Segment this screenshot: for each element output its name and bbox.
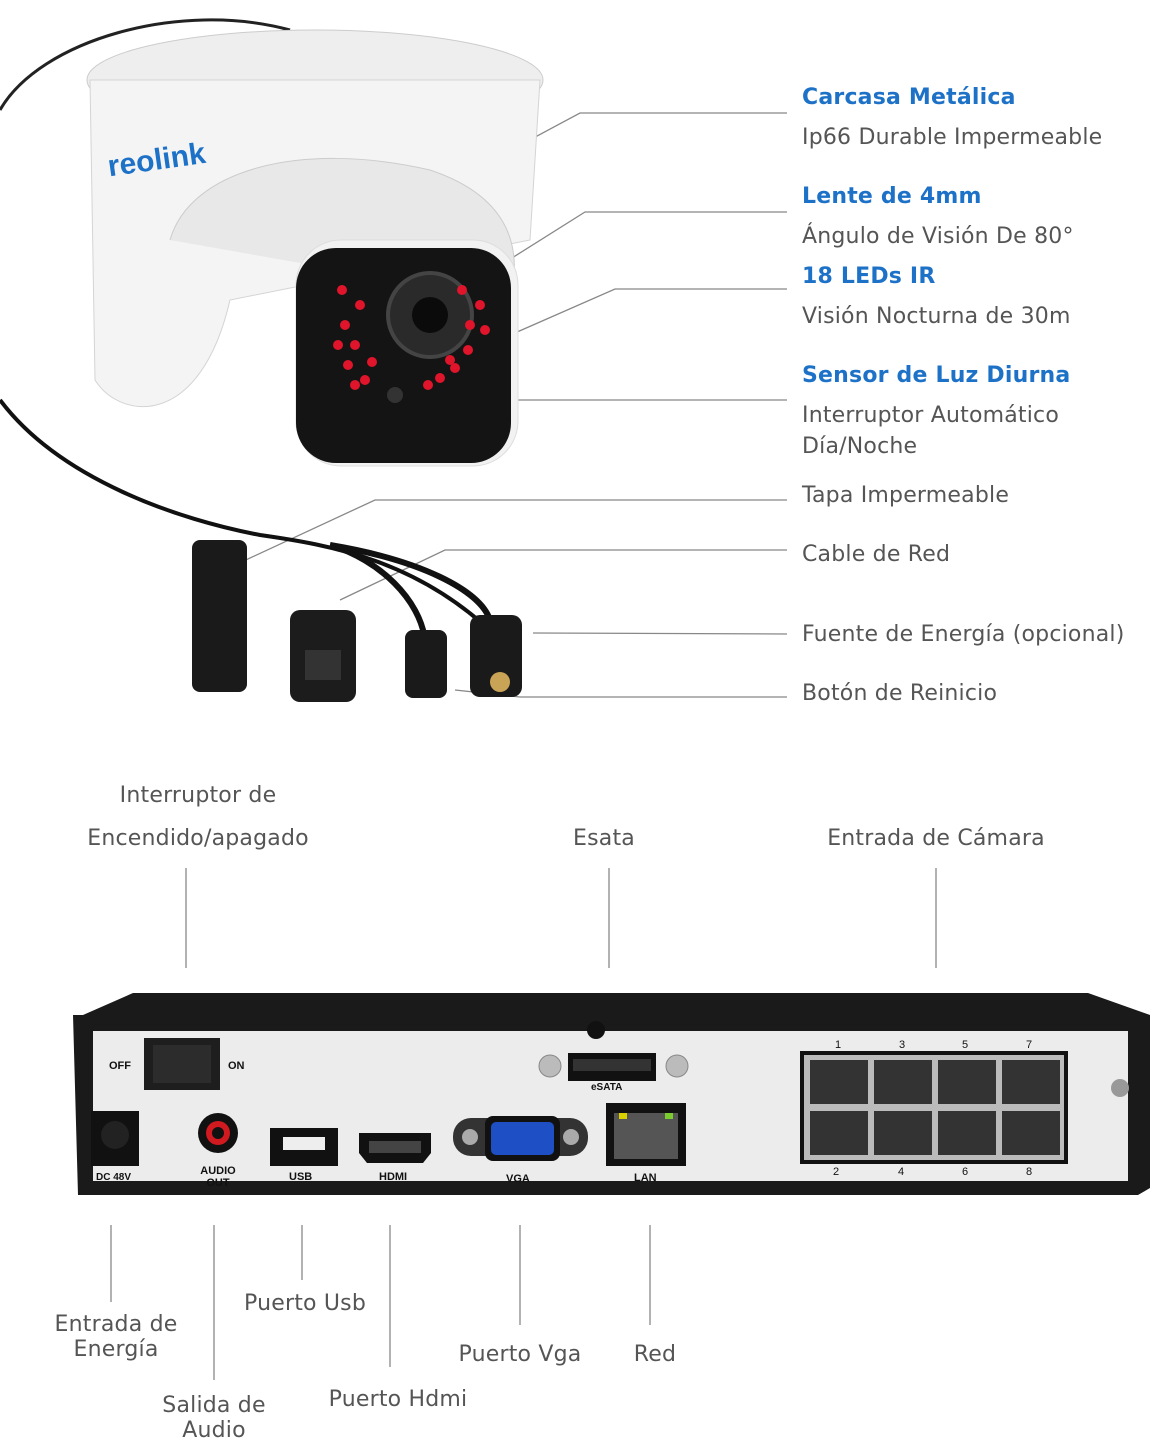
- hdmi-label: HDMI: [379, 1171, 408, 1183]
- reset-connector: [405, 630, 447, 698]
- port-6-label: 6: [962, 1166, 969, 1178]
- port-2-label: 2: [833, 1166, 840, 1178]
- label-usb-port: Puerto Usb: [243, 1291, 367, 1316]
- dc-label: DC 48V: [96, 1172, 132, 1183]
- label-power-input-1: Entrada de: [54, 1312, 178, 1337]
- off-label: OFF: [109, 1060, 131, 1072]
- label-power-switch-1: Interruptor de: [119, 783, 277, 808]
- label-audio-out-2: Audio: [182, 1418, 246, 1443]
- port-5-label: 5: [962, 1039, 969, 1051]
- camera-cable: [0, 398, 502, 642]
- port-8-label: 8: [1026, 1166, 1033, 1178]
- on-label: ON: [228, 1060, 245, 1072]
- label-vga-port: Puerto Vga: [458, 1342, 582, 1367]
- esata-label: eSATA: [591, 1082, 623, 1093]
- port-3-label: 3: [899, 1039, 906, 1051]
- label-hdmi-port: Puerto Hdmi: [328, 1387, 468, 1412]
- port-7-label: 7: [1026, 1039, 1033, 1051]
- feature-subtitle-sensor-2: Día/Noche: [802, 434, 918, 459]
- lan-label: LAN: [634, 1172, 657, 1184]
- feature-subtitle-lens: Ángulo de Visión De 80°: [802, 224, 1074, 249]
- label-power-switch-2: Encendido/apagado: [87, 826, 309, 851]
- label-audio-out-1: Salida de: [162, 1393, 266, 1418]
- feature-title-lens: Lente de 4mm: [802, 184, 982, 209]
- feature-subtitle-sensor: Interruptor Automático: [802, 403, 1060, 428]
- audio-label-2: OUT: [206, 1177, 230, 1189]
- light-sensor: [387, 387, 403, 403]
- usb-label: USB: [289, 1171, 313, 1183]
- port-1-label: 1: [835, 1039, 842, 1051]
- ir-leds: [333, 285, 490, 390]
- label-network: Red: [633, 1342, 677, 1367]
- vga-label: VGA: [506, 1173, 530, 1185]
- part-power-source: Fuente de Energía (opcional): [802, 622, 1125, 647]
- feature-title-housing: Carcasa Metálica: [802, 85, 1016, 110]
- label-camera-input: Entrada de Cámara: [827, 826, 1045, 851]
- waterproof-cap: [192, 540, 247, 692]
- part-reset-button: Botón de Reinicio: [802, 681, 998, 706]
- feature-title-leds: 18 LEDs IR: [802, 264, 936, 289]
- label-esata: Esata: [573, 826, 635, 851]
- feature-title-sensor: Sensor de Luz Diurna: [802, 363, 1071, 388]
- audio-label-1: AUDIO: [200, 1165, 236, 1177]
- dome-camera-image: reolink: [0, 18, 544, 702]
- feature-subtitle-housing: Ip66 Durable Impermeable: [802, 125, 1103, 150]
- part-waterproof-cap: Tapa Impermeable: [802, 483, 1010, 508]
- port-4-label: 4: [898, 1166, 905, 1178]
- feature-subtitle-leds: Visión Nocturna de 30m: [802, 304, 1071, 329]
- part-network-cable: Cable de Red: [802, 542, 951, 567]
- label-power-input-2: Energía: [73, 1337, 159, 1362]
- power-connector: [470, 615, 522, 697]
